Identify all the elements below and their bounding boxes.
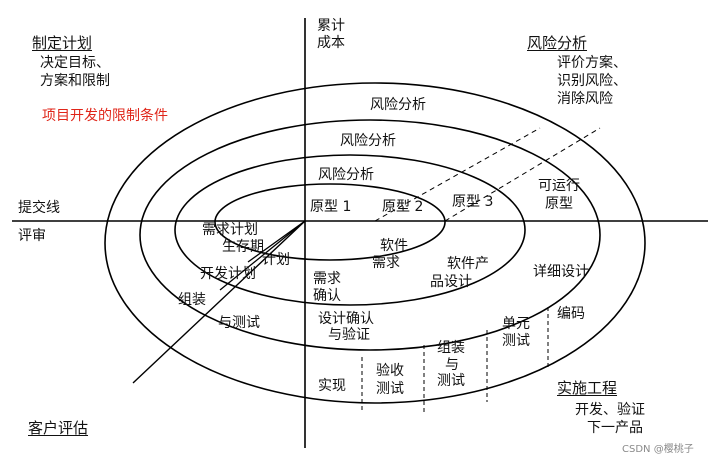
assembly-test-label-line-2: 与 <box>445 357 459 373</box>
spiral-ring-3 <box>139 119 601 351</box>
design-validation-label-line-1: 设计确认 <box>318 311 374 327</box>
commit-line-label: 提交线 <box>18 200 60 216</box>
spiral-ring-4 <box>104 82 646 404</box>
review-line-long <box>132 220 306 384</box>
prototype-2-label: 原型 2 <box>382 199 424 215</box>
prototype-dash-line-2 <box>444 127 601 222</box>
requirements-validation-label-line-2: 确认 <box>313 288 341 304</box>
planning-note-line-2: 方案和限制 <box>40 73 110 89</box>
acceptance-test-label-line-2: 测试 <box>376 381 404 397</box>
planning-note-line-1: 决定目标、 <box>40 55 110 71</box>
watermark: CSDN @樱桃子 <box>622 444 694 455</box>
spiral-ring-2 <box>174 154 526 306</box>
coding-label: 编码 <box>557 306 585 322</box>
integration-label: 组装 <box>178 292 206 308</box>
prototype-dash-line-1 <box>374 127 541 222</box>
implementation-label: 实现 <box>318 378 346 394</box>
review-label: 评审 <box>18 228 46 244</box>
cumulative-cost-label-line-1: 累计 <box>317 18 345 34</box>
quadrant-title-planning: 制定计划 <box>32 34 93 52</box>
acceptance-test-label-line-1: 验收 <box>376 363 404 379</box>
lifecycle-label: 生存期 <box>222 239 264 255</box>
and-testing-label: 与测试 <box>218 315 260 331</box>
requirements-label: 需求 <box>372 255 400 271</box>
assembly-test-label-line-1: 组装 <box>437 340 465 356</box>
risk-note-line-2: 识别风险、 <box>557 73 627 89</box>
operational-prototype-label-line-2: 原型 <box>545 196 573 212</box>
software-label: 软件 <box>380 238 408 254</box>
unit-test-label-line-2: 测试 <box>502 333 530 349</box>
requirements-validation-label-line-1: 需求 <box>313 271 341 287</box>
design-validation-label-line-2: 与验证 <box>328 327 370 343</box>
quadrant-title-customer-evaluation: 客户评估 <box>28 419 89 437</box>
operational-prototype-label-line-1: 可运行 <box>538 178 580 194</box>
requirements-plan-label: 需求计划 <box>202 222 258 238</box>
constraint-annotation: 项目开发的限制条件 <box>42 108 168 124</box>
prototype-1-label: 原型 1 <box>310 199 352 215</box>
risk-note-line-1: 评价方案、 <box>557 55 627 71</box>
quadrant-title-risk-analysis: 风险分析 <box>527 34 588 52</box>
product-design-label-line-1: 软件产 <box>447 256 489 272</box>
risk-analysis-label-middle: 风险分析 <box>340 133 396 149</box>
risk-analysis-label-inner: 风险分析 <box>318 167 374 183</box>
engineering-note-line-1: 开发、验证 <box>575 402 645 418</box>
unit-test-label-line-1: 单元 <box>502 316 530 332</box>
development-plan-label: 开发计划 <box>200 266 256 282</box>
cumulative-cost-label-line-2: 成本 <box>317 35 345 51</box>
spiral-ring-1 <box>214 183 446 261</box>
detailed-design-label: 详细设计 <box>533 264 589 280</box>
review-line-short <box>247 220 306 263</box>
review-line-mid <box>219 220 306 291</box>
prototype-3-label: 原型 3 <box>452 194 494 210</box>
quadrant-title-engineering: 实施工程 <box>557 379 618 397</box>
plan-label: 计划 <box>262 252 290 268</box>
assembly-test-label-line-3: 测试 <box>437 373 465 389</box>
risk-note-line-3: 消除风险 <box>557 91 613 107</box>
product-design-label-line-2: 品设计 <box>430 274 472 290</box>
engineering-note-line-2: 下一产品 <box>587 420 643 436</box>
risk-analysis-label-outer: 风险分析 <box>370 97 426 113</box>
